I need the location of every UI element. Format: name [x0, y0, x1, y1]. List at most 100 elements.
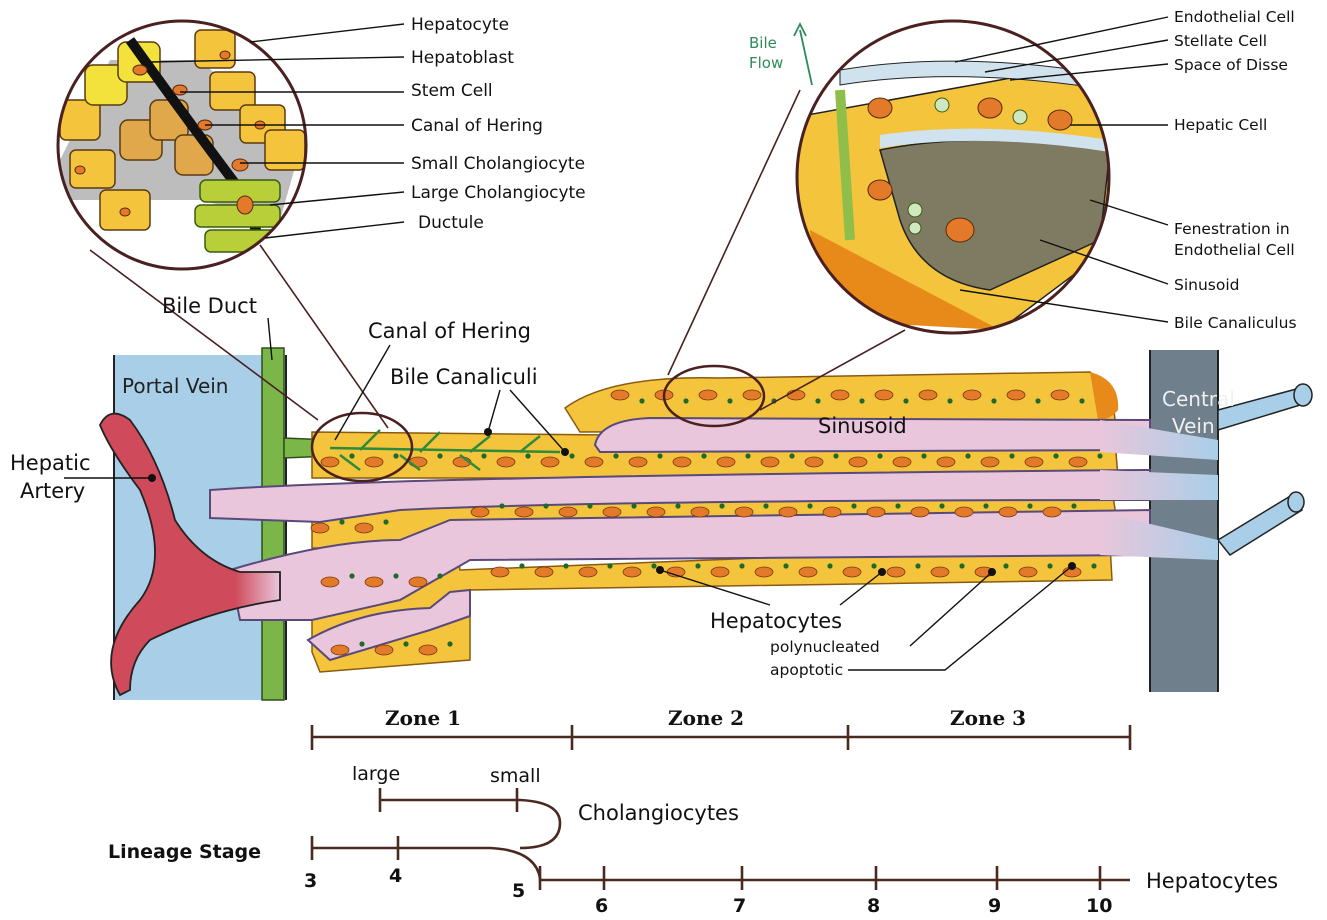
canaliculus-dot	[1091, 563, 1096, 568]
canaliculus-dot	[437, 573, 442, 578]
hepatocyte-nucleus	[887, 567, 905, 577]
canaliculus-dot	[1035, 398, 1040, 403]
canaliculus-dot	[525, 453, 530, 458]
label-central-vein-2: Vein	[1172, 414, 1215, 438]
hepatocyte-nucleus	[875, 390, 893, 400]
canaliculus-dot	[719, 503, 724, 508]
hepatocyte-nucleus	[579, 567, 597, 577]
canaliculus-dot	[1027, 503, 1032, 508]
hepatocyte-nucleus	[647, 507, 665, 517]
hepatocyte-nucleus	[1069, 457, 1087, 467]
hepatocyte-nucleus	[409, 457, 427, 467]
canaliculus-dot	[903, 398, 908, 403]
canaliculus-dot	[613, 453, 618, 458]
label-hepatic-cell: Hepatic Cell	[1174, 116, 1267, 134]
canaliculus-dot	[349, 573, 354, 578]
hepatocyte-nucleus	[779, 507, 797, 517]
canaliculus-dot	[745, 453, 750, 458]
stage-4: 4	[389, 865, 402, 887]
hepatocyte-nucleus	[673, 457, 691, 467]
hepatocyte-nucleus	[321, 577, 339, 587]
hepatocyte-nucleus	[699, 390, 717, 400]
canaliculus-dot	[569, 453, 574, 458]
hepatocyte-nucleus	[955, 507, 973, 517]
canaliculus-dot	[1003, 563, 1008, 568]
hepatocyte-nucleus	[711, 567, 729, 577]
label-central-vein-1: Central	[1162, 387, 1235, 411]
hepatocyte-nucleus	[611, 390, 629, 400]
hepatocyte-nucleus	[937, 457, 955, 467]
canaliculus-dot	[1047, 563, 1052, 568]
label-sinusoid-inset: Sinusoid	[1174, 276, 1240, 294]
label-hepatocytes: Hepatocytes	[710, 609, 842, 633]
hepatocyte-nucleus	[981, 457, 999, 467]
hepatocyte-nucleus	[1043, 507, 1061, 517]
canaliculus-dot	[1071, 503, 1076, 508]
hepatocyte-nucleus	[559, 507, 577, 517]
hepatocyte-nucleus	[419, 645, 437, 655]
label-hepatic-artery-1: Hepatic	[10, 451, 91, 475]
stage-5: 5	[512, 880, 525, 902]
hepatocyte-nucleus	[311, 523, 329, 533]
canaliculus-dot	[859, 398, 864, 403]
hepatocyte-nucleus	[585, 457, 603, 467]
hepatocyte-nucleus	[1019, 567, 1037, 577]
canaliculus-dot	[607, 563, 612, 568]
canaliculus-dot	[393, 573, 398, 578]
canaliculus-dot	[959, 563, 964, 568]
hepatocyte-nucleus	[497, 457, 515, 467]
hepatocyte-nucleus	[963, 390, 981, 400]
canaliculus-dot	[675, 503, 680, 508]
label-fenestration-2: Endothelial Cell	[1174, 241, 1295, 259]
hepatocyte-nucleus	[743, 390, 761, 400]
label-hepatic-artery-2: Artery	[20, 479, 85, 503]
label-large-cholangiocyte: Large Cholangiocyte	[411, 183, 586, 203]
canaliculus-dot	[807, 503, 812, 508]
canaliculus-dot	[827, 563, 832, 568]
hepatocyte-nucleus	[629, 457, 647, 467]
label-polynucleated: polynucleated	[770, 638, 880, 656]
hepatocyte-nucleus	[867, 507, 885, 517]
hepatocyte-nucleus	[717, 457, 735, 467]
hepatocyte-nucleus	[365, 577, 383, 587]
canaliculus-dot	[587, 503, 592, 508]
canaliculus-dot	[393, 453, 398, 458]
stage-3: 3	[304, 870, 317, 892]
label-hepatocyte: Hepatocyte	[411, 15, 509, 35]
canaliculus-dot	[339, 519, 344, 524]
hepatocyte-nucleus	[911, 507, 929, 517]
label-small: small	[490, 765, 541, 787]
canaliculus-dot	[383, 519, 388, 524]
canaliculus-dot	[895, 503, 900, 508]
hepatocyte-nucleus	[893, 457, 911, 467]
canaliculus-dot	[921, 453, 926, 458]
canaliculus-dot	[437, 453, 442, 458]
label-space-of-disse: Space of Disse	[1174, 56, 1288, 74]
hepatocyte-nucleus	[931, 567, 949, 577]
canaliculus-dot	[519, 563, 524, 568]
hepatocyte-nucleus	[623, 567, 641, 577]
hepatocyte-nucleus	[1051, 390, 1069, 400]
canaliculus-dot	[851, 503, 856, 508]
label-canal-of-hering-inset: Canal of Hering	[411, 116, 543, 136]
hepatocyte-nucleus	[755, 567, 773, 577]
hepatocyte-nucleus	[375, 645, 393, 655]
zone-1-label: Zone 1	[385, 706, 461, 730]
hepatocyte-nucleus	[541, 457, 559, 467]
canaliculus-dot	[1079, 398, 1084, 403]
canaliculus-dot	[651, 563, 656, 568]
label-stellate-cell: Stellate Cell	[1174, 32, 1267, 50]
bile-flow-label-1: Bile	[749, 34, 777, 52]
label-endothelial-cell: Endothelial Cell	[1174, 8, 1295, 26]
canaliculus-dot	[815, 398, 820, 403]
hepatocyte-nucleus	[515, 507, 533, 517]
canaliculus-dot	[447, 641, 452, 646]
label-hepatocytes-lineage: Hepatocytes	[1146, 869, 1278, 893]
canaliculus-dot	[965, 453, 970, 458]
label-fenestration-1: Fenestration in	[1174, 220, 1290, 238]
canaliculus-dot	[359, 641, 364, 646]
hepatocyte-nucleus	[355, 523, 373, 533]
canaliculus-dot	[403, 641, 408, 646]
hepatocyte-nucleus	[823, 507, 841, 517]
